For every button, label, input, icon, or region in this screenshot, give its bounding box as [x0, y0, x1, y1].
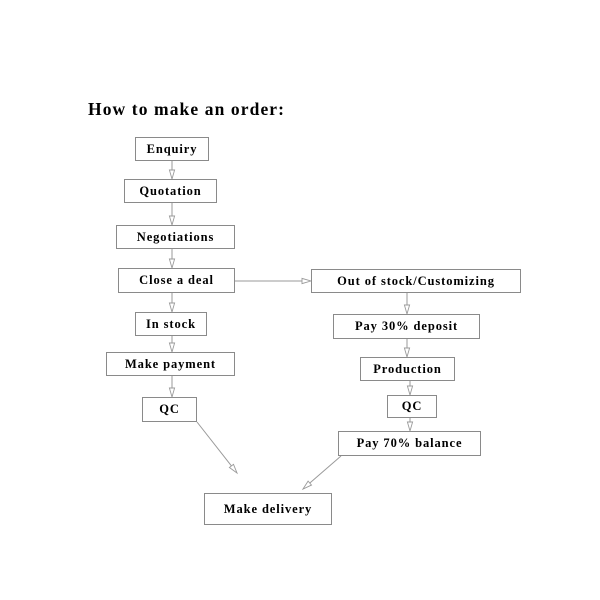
node-balance-70[interactable]: Pay 70% balance: [338, 431, 481, 456]
edge-out-of-stock-to-deposit-30: [403, 293, 411, 316]
node-make-payment[interactable]: Make payment: [106, 352, 235, 376]
edge-qc-right-to-balance-70: [406, 418, 414, 433]
arrowhead-icon: [301, 480, 313, 491]
edge-line: [309, 455, 342, 484]
edge-close-deal-to-in-stock: [168, 293, 176, 314]
node-label: QC: [159, 402, 180, 417]
edge-quotation-to-negotiations: [168, 203, 176, 227]
node-deposit-30[interactable]: Pay 30% deposit: [333, 314, 480, 339]
node-enquiry[interactable]: Enquiry: [135, 137, 209, 161]
node-out-of-stock[interactable]: Out of stock/Customizing: [311, 269, 521, 293]
arrowhead-icon: [406, 385, 414, 397]
edge-balance-70-to-make-delivery: [301, 455, 342, 491]
node-label: Make payment: [124, 356, 216, 371]
arrowhead-icon: [168, 387, 176, 399]
edge-line: [196, 421, 233, 467]
node-label: Pay 70% balance: [356, 436, 463, 451]
node-negotiations[interactable]: Negotiations: [116, 225, 235, 249]
edge-production-to-qc-right: [406, 381, 414, 397]
edge-in-stock-to-make-payment: [168, 336, 176, 354]
node-label: QC: [401, 399, 423, 414]
node-label: Quotation: [139, 183, 202, 198]
edge-make-payment-to-qc-left: [168, 376, 176, 399]
node-label: Production: [373, 361, 442, 376]
arrowhead-icon: [406, 421, 414, 433]
node-in-stock[interactable]: In stock: [135, 312, 207, 336]
arrowhead-icon: [168, 302, 176, 314]
arrowhead-icon: [403, 304, 411, 316]
edge-enquiry-to-quotation: [168, 161, 176, 181]
node-label: Pay 30% deposit: [354, 319, 459, 334]
arrowhead-icon: [228, 463, 239, 475]
node-production[interactable]: Production: [360, 357, 455, 381]
node-qc-left[interactable]: QC: [142, 397, 197, 422]
node-label: Negotiations: [136, 229, 215, 244]
edge-qc-left-to-make-delivery: [196, 421, 239, 475]
node-qc-right[interactable]: QC: [387, 395, 437, 418]
arrowhead-icon: [168, 215, 176, 227]
edge-close-deal-to-out-of-stock: [235, 277, 313, 285]
node-label: Out of stock/Customizing: [337, 273, 495, 288]
node-label: In stock: [146, 316, 196, 331]
arrowhead-icon: [168, 342, 176, 354]
node-label: Close a deal: [139, 273, 214, 288]
arrowhead-icon: [403, 347, 411, 359]
edge-negotiations-to-close-deal: [168, 249, 176, 270]
page-title: How to make an order:: [88, 99, 286, 119]
arrowhead-icon: [168, 169, 176, 181]
node-label: Enquiry: [146, 141, 198, 156]
node-label: Make delivery: [223, 501, 313, 516]
node-make-delivery[interactable]: Make delivery: [204, 493, 332, 525]
arrowhead-icon: [301, 277, 313, 285]
node-quotation[interactable]: Quotation: [124, 179, 217, 203]
edge-deposit-30-to-production: [403, 339, 411, 359]
node-close-deal[interactable]: Close a deal: [118, 268, 235, 293]
arrowhead-icon: [168, 258, 176, 270]
